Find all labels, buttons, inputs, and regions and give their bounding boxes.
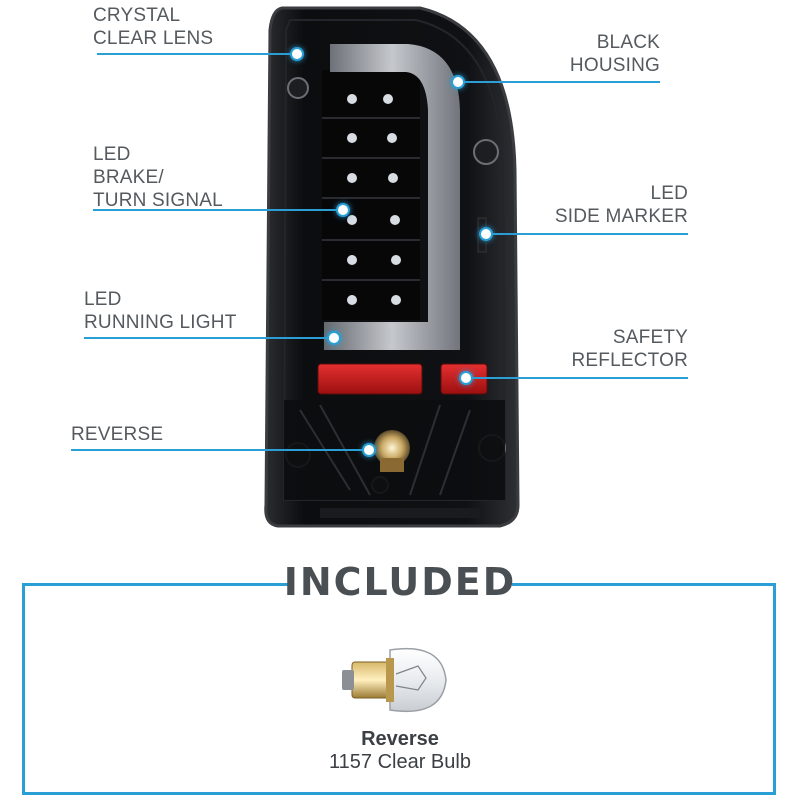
callout-line: LED (84, 289, 122, 310)
callout-line: HOUSING (569, 55, 660, 76)
callout-line: SIDE MARKER (554, 206, 688, 227)
running-light-bar (324, 44, 460, 350)
callout-dot (338, 205, 348, 215)
callout-line: BLACK (596, 32, 660, 53)
led-grid (347, 94, 401, 305)
included-frame (22, 583, 776, 795)
bulb-name: Reverse (361, 728, 439, 750)
tail-lamp-illustration (264, 6, 520, 528)
callout-line: RUNNING LIGHT (84, 312, 237, 333)
callout-line: BRAKE/ (93, 167, 164, 188)
callout-reverse: REVERSE (71, 423, 163, 446)
reverse-bulb-base (380, 458, 404, 472)
leader-led-side-marker (488, 233, 688, 235)
callout-line: REFLECTOR (571, 350, 688, 371)
callout-line: LED (650, 183, 688, 204)
callout-line: REVERSE (71, 424, 164, 445)
leader-led-running-light (84, 337, 334, 339)
callout-line: LED (93, 144, 131, 165)
callout-line: CRYSTAL (93, 5, 181, 26)
included-frame-top-left (22, 583, 290, 586)
callout-safety-reflector: SAFETY REFLECTOR (520, 326, 688, 372)
callout-line: TURN SIGNAL (93, 190, 223, 211)
bulb-1157-icon (342, 647, 447, 713)
included-frame-top-right (512, 583, 776, 586)
included-title: INCLUDED (283, 560, 517, 604)
bulb-glass (389, 647, 447, 713)
callout-dot (292, 49, 302, 59)
callout-dot (329, 333, 339, 343)
leader-safety-reflector (466, 377, 688, 379)
reverse-bulb (374, 430, 410, 466)
bulb-description: 1157 Clear Bulb (329, 751, 471, 773)
callout-line: CLEAR LENS (93, 28, 214, 49)
callout-dot (461, 373, 471, 383)
callout-black-housing: BLACK HOUSING (520, 31, 660, 77)
embossed-strip (320, 508, 480, 518)
led-grid-dividers (322, 117, 420, 281)
callout-line: SAFETY (612, 327, 688, 348)
callout-led-running-light: LED RUNNING LIGHT (84, 288, 237, 334)
callout-dot (364, 445, 374, 455)
safety-reflector-large (317, 363, 423, 395)
leader-reverse (71, 449, 369, 451)
leader-led-brake-turn-signal (93, 209, 343, 211)
callout-led-side-marker: LED SIDE MARKER (520, 182, 688, 228)
leader-black-housing (460, 81, 660, 83)
leader-crystal-clear-lens (97, 53, 297, 55)
callout-dot (453, 77, 463, 87)
bulb-contact (342, 670, 354, 690)
callout-dot (481, 229, 491, 239)
bulb-base-ring (386, 658, 394, 702)
led-panel (322, 70, 420, 320)
callout-crystal-clear-lens: CRYSTAL CLEAR LENS (93, 4, 213, 50)
bulb-filament (395, 665, 427, 691)
callout-led-brake-turn-signal: LED BRAKE/ TURN SIGNAL (93, 143, 223, 212)
lens-edge (282, 19, 507, 501)
